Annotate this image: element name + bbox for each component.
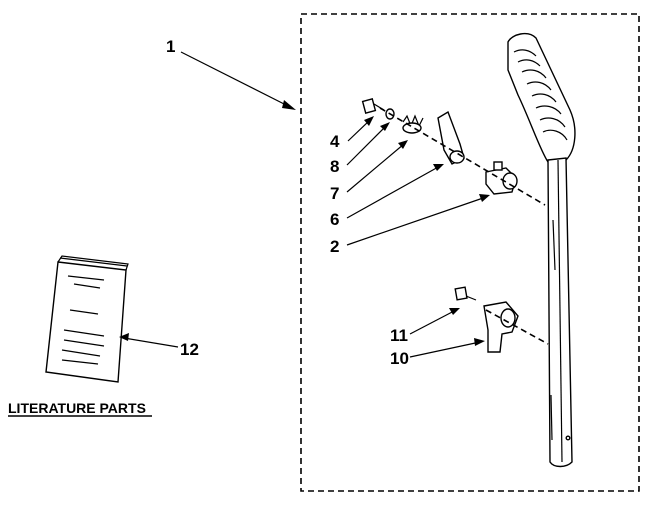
callout-10: 10	[390, 349, 409, 368]
leader-lines	[119, 51, 490, 358]
spring-part-7	[402, 114, 424, 134]
screw-part-4	[361, 98, 385, 114]
literature-booklet	[45, 255, 129, 383]
callout-12: 12	[180, 340, 199, 359]
clip-part-2	[485, 161, 518, 195]
callout-6: 6	[330, 210, 339, 229]
handle-tube	[507, 32, 576, 468]
bracket-part-6	[437, 110, 465, 165]
callout-7: 7	[330, 184, 339, 203]
callout-4: 4	[330, 132, 340, 151]
callout-8: 8	[330, 157, 339, 176]
screw-part-11	[454, 286, 477, 301]
literature-parts-caption: LITERATURE PARTS	[8, 400, 146, 416]
callout-2: 2	[330, 237, 339, 256]
assembly-boundary	[300, 13, 640, 492]
callout-1: 1	[166, 37, 175, 56]
callout-11: 11	[390, 326, 408, 345]
clamp-part-10	[483, 301, 519, 353]
